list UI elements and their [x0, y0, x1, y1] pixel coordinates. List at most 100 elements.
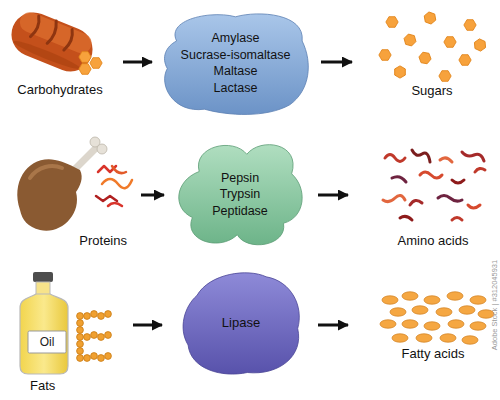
amino-acid-strands	[462, 152, 484, 161]
amino-acid-strands	[440, 158, 452, 162]
product-label: Sugars	[411, 83, 452, 98]
blob-shape	[179, 145, 302, 245]
protein-molecule	[112, 166, 126, 173]
fatty-acid-particles	[380, 292, 494, 344]
sugar-molecules	[379, 50, 391, 61]
amino-acid-strands	[420, 172, 442, 178]
carbohydrate-molecule	[90, 58, 102, 69]
protein-molecule	[102, 179, 132, 188]
sugar-molecules	[379, 11, 488, 81]
amino-acid-strands	[452, 218, 462, 221]
chicken-leg-illustration	[17, 159, 81, 230]
fatty-acid-particles	[380, 320, 396, 328]
carbohydrate-molecule	[79, 52, 91, 63]
flow-arrow	[318, 324, 348, 327]
bread-illustration	[5, 6, 99, 78]
fatty-acid-particles	[402, 292, 418, 300]
sugar-molecules	[422, 11, 437, 25]
fatty-acid-particles	[412, 306, 428, 314]
enzyme-blob: PepsinTrypsinPeptidase	[172, 137, 308, 252]
fat-molecule	[77, 334, 84, 341]
fat-molecule	[91, 332, 98, 339]
fatty-acid-particles	[390, 308, 406, 316]
protein-molecule	[96, 196, 117, 201]
enzyme-name: Trypsin	[220, 186, 261, 203]
flow-arrow	[321, 61, 352, 64]
fat-molecule	[91, 311, 98, 318]
fatty-acid-particles	[402, 320, 418, 328]
enzyme-name: Lipase	[222, 315, 260, 332]
fatty-acid-particles	[424, 322, 440, 330]
protein-molecule	[108, 203, 122, 206]
oil-bottle-illustration	[28, 331, 66, 353]
amino-acid-strands	[392, 177, 406, 182]
fat-molecule	[84, 313, 91, 320]
fatty-acid-particles	[470, 322, 486, 330]
amino-acid-strands	[383, 150, 485, 220]
product-group: Amino acids	[372, 140, 494, 250]
flow-arrow	[123, 61, 152, 64]
fat-molecule	[84, 334, 91, 341]
fat-molecule	[77, 327, 84, 334]
fat-molecule	[91, 353, 98, 360]
carbohydrate-molecule	[79, 52, 102, 75]
amino-acid-strands	[475, 168, 485, 172]
fat-molecule	[77, 311, 112, 362]
protein-molecule	[96, 166, 132, 206]
flow-arrow	[133, 324, 162, 327]
blob-shape	[183, 273, 299, 374]
amino-acid-strands	[385, 155, 405, 162]
bread-illustration	[5, 6, 99, 78]
bread-illustration	[30, 14, 75, 51]
food-label: Fats	[30, 378, 55, 393]
fatty-acid-particles	[459, 306, 475, 314]
fat-molecule	[84, 355, 91, 362]
sugar-molecules	[464, 20, 476, 31]
amino-acid-strands	[400, 216, 412, 220]
fatty-acid-particles	[416, 334, 432, 342]
fat-molecule	[77, 320, 84, 327]
enzyme-name: Lactase	[214, 80, 258, 97]
fatty-acid-particles	[448, 320, 464, 328]
chicken-leg-illustration	[17, 137, 107, 231]
chicken-leg-illustration	[74, 148, 96, 170]
fat-molecule	[77, 355, 84, 362]
food-label: Carbohydrates	[17, 82, 102, 97]
fatty-acid-particles	[382, 296, 398, 304]
enzyme-blob: AmylaseSucrase-isomaltaseMaltaseLactase	[158, 8, 313, 118]
enzyme-name: Amylase	[212, 30, 260, 47]
flow-arrow	[318, 194, 348, 197]
amino-acid-strands	[410, 200, 422, 205]
sugar-molecules	[439, 71, 451, 82]
fat-molecule	[98, 355, 105, 362]
amino-acid-strands	[412, 150, 430, 162]
fat-molecule	[77, 348, 84, 355]
sugar-molecules	[403, 33, 418, 46]
food-group: Fats	[5, 268, 123, 395]
fatty-acid-particles	[440, 334, 456, 342]
sugar-molecules	[392, 64, 408, 79]
fat-molecule	[105, 353, 112, 360]
sugar-molecules	[418, 52, 432, 65]
enzyme-name: Peptidase	[212, 203, 268, 220]
fat-molecule	[105, 311, 112, 318]
product-group: Fatty acids	[372, 285, 494, 361]
oil-bottle-illustration	[20, 294, 68, 374]
product-label: Amino acids	[398, 233, 469, 248]
chicken-leg-illustration	[97, 144, 107, 154]
amino-acid-strands	[468, 205, 480, 208]
amino-acid-strands	[438, 196, 462, 202]
amino-acid-strands	[383, 195, 405, 201]
product-group: Sugars	[372, 8, 492, 100]
fatty-acid-particles	[424, 296, 440, 304]
chicken-leg-illustration	[30, 166, 62, 178]
fat-molecule	[77, 341, 84, 348]
bread-illustration	[5, 6, 99, 78]
fatty-acid-particles	[470, 296, 486, 304]
flow-arrow	[141, 194, 164, 197]
bottle-label: Oil	[28, 332, 66, 352]
watermark: Adobe Stock | #312045931	[490, 245, 500, 365]
fatty-acid-particles	[462, 336, 478, 344]
sugar-molecules	[472, 38, 488, 53]
